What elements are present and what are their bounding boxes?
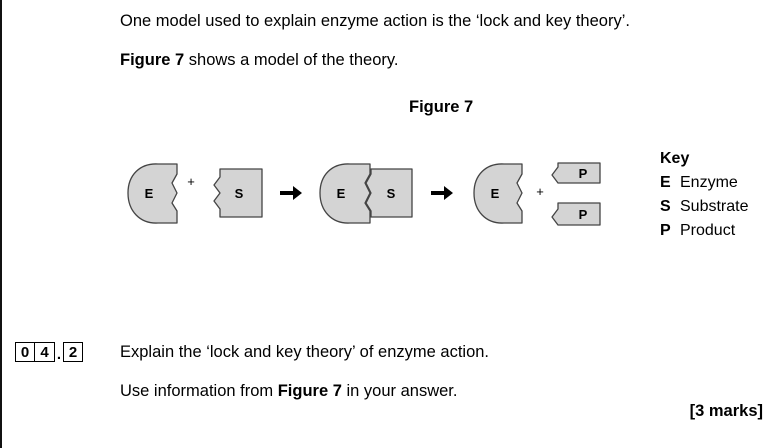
key-title: Key (660, 150, 690, 167)
substrate-label-2: S (387, 186, 396, 201)
key-label: Enzyme (680, 174, 738, 191)
enzyme-shape-2 (319, 163, 371, 224)
arrow-icon-2 (431, 186, 453, 200)
product-label-1: P (579, 166, 588, 181)
enzyme-shape-3 (473, 163, 523, 224)
enzyme-label-2: E (337, 186, 346, 201)
question-instruction: Use information from Figure 7 in your an… (120, 382, 457, 401)
product-shape-1 (551, 162, 601, 184)
enzyme-label-1: E (145, 186, 154, 201)
question-separator: . (56, 346, 62, 363)
intro-text: One model used to explain enzyme action … (120, 12, 630, 30)
instruction-suffix: in your answer. (341, 382, 458, 400)
substrate-label-1: S (235, 186, 244, 201)
question-text: Explain the ‘lock and key theory’ of enz… (120, 343, 490, 361)
instruction-bold: Figure 7 (277, 382, 342, 400)
lock-and-key-diagram: E + S E S E + P P (127, 162, 601, 226)
enzyme-label-3: E (491, 186, 500, 201)
figure-reference-line: Figure 7 shows a model of the theory. (120, 51, 399, 70)
figure-key: Key E Enzyme S Substrate P Product (660, 147, 748, 243)
question-digit: 4 (35, 342, 55, 362)
page-left-border (0, 0, 2, 448)
figure-title: Figure 7 (409, 98, 474, 116)
key-row-product: P Product (660, 219, 748, 243)
key-label: Product (680, 222, 736, 239)
question-digit: 0 (15, 342, 35, 362)
key-row-enzyme: E Enzyme (660, 171, 748, 195)
instruction-prefix: Use information from (120, 382, 278, 400)
key-label: Substrate (680, 198, 749, 215)
substrate-shape-1 (213, 168, 263, 218)
plus-sign-1: + (187, 174, 195, 189)
figure-reference-rest: shows a model of the theory. (184, 51, 399, 69)
key-row-substrate: S Substrate (660, 195, 748, 219)
enzyme-shape-1 (127, 163, 178, 224)
key-symbol: E (660, 174, 671, 191)
plus-sign-2: + (536, 184, 544, 199)
marks-label: [3 marks] (689, 402, 763, 420)
question-digit: 2 (63, 342, 83, 362)
substrate-shape-2 (365, 168, 413, 218)
key-symbol: S (660, 198, 671, 215)
key-symbol: P (660, 222, 671, 239)
product-label-2: P (579, 207, 588, 222)
question-number: 0 4 . 2 (15, 342, 83, 362)
figure-reference-bold: Figure 7 (120, 51, 185, 69)
product-shape-2 (551, 202, 601, 226)
arrow-icon-1 (280, 186, 302, 200)
